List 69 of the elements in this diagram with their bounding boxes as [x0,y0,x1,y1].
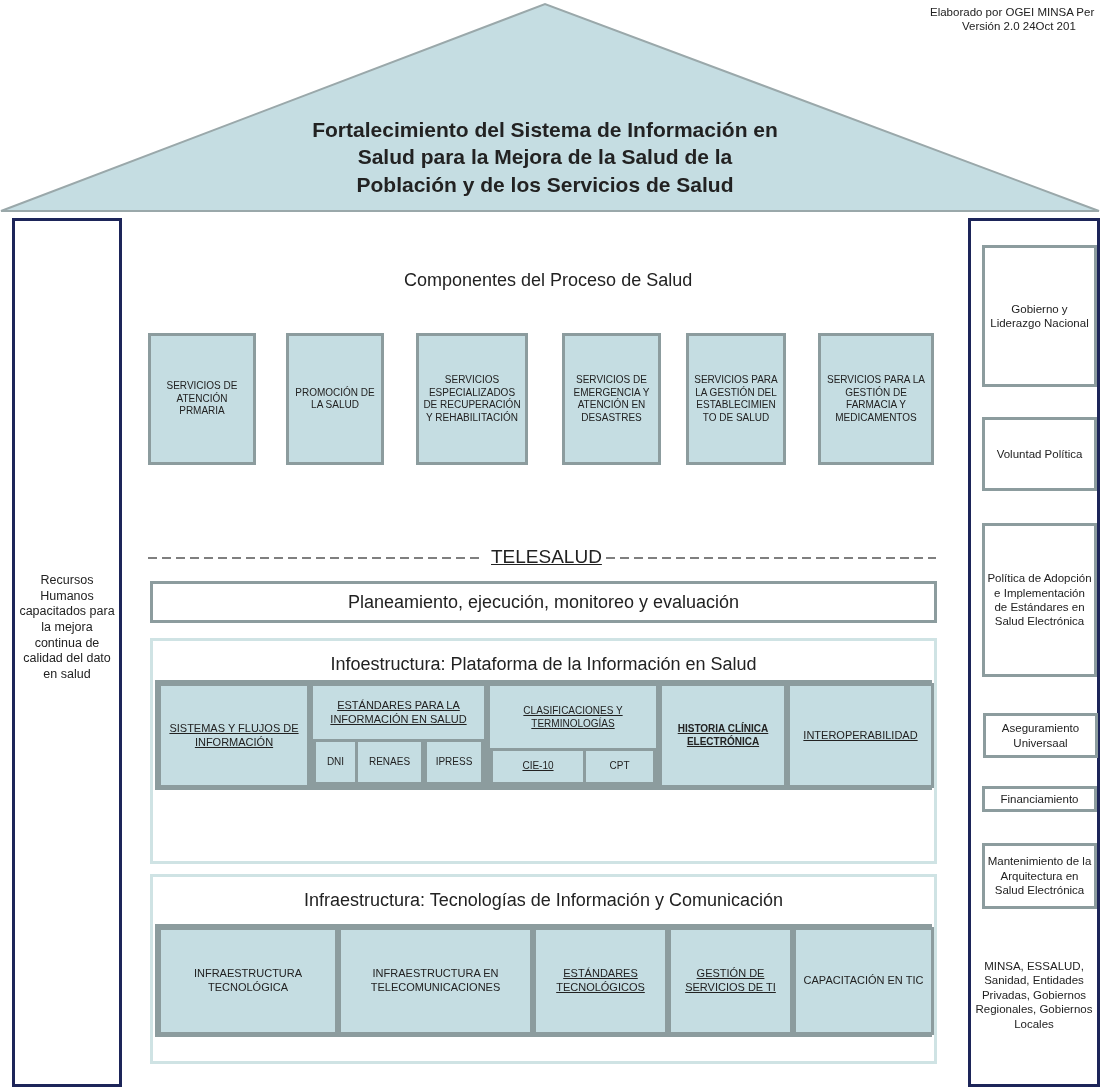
box-label: INFRAESTRUCTURA EN TELECOMUNICACIONES [369,967,502,995]
component-group-box [310,683,487,788]
component-box [787,683,934,788]
component-box [158,927,338,1035]
process-band [150,581,937,623]
box-label: SERVICIOS PARA LA GESTIÓN DEL ESTABLECIMIEN TO DE SALUD [693,374,779,424]
factor-box [982,245,1097,387]
component-box [583,748,656,785]
panel-heading: Infoestructura: Plataforma de la Información en Salud [329,653,758,676]
box-label: INFRAESTRUCTURA TECNOLÓGICA [192,967,304,995]
box-label: Gobierno y Liderazgo Nacional [989,301,1090,331]
component-box [686,333,786,465]
credit-note: Elaborado por OGEI MINSA Per [930,6,1095,18]
box-label: SERVICIOS PARA LA GESTIÓN DE FARMACIA Y MEDICAMENTOS [826,374,926,424]
component-box [416,333,528,465]
box-label: ESTÁNDARES PARA LA INFORMACIÓN EN SALUD [329,697,468,727]
component-box [533,927,668,1035]
component-box [148,333,256,465]
box-label: MINSA, ESSALUD, Sanidad, Entidades Privadas, Gobiernos Regionales, Gobiernos Locales [974,959,1094,1031]
box-label: Recursos Humanos capacitados para la mejora continua de calidad del dato en salud [18,573,116,683]
layer-panel [150,638,937,864]
box-label: CIE-10 [522,760,554,773]
box-label: HISTORIA CLÍNICA ELECTRÓNICA [676,723,770,748]
box-label: DNI [326,755,345,769]
factor-box [982,786,1097,812]
factor-box [982,843,1097,909]
component-box [313,739,358,785]
pillar-column [12,218,122,1087]
box-label: PROMOCIÓN DE LA SALUD [294,386,376,412]
box-label: Financiamiento [1000,791,1079,807]
component-box [158,683,310,788]
box-label: RENAES [368,755,411,769]
factor-box [982,523,1097,677]
pillar-column [968,218,1100,1087]
box-label: Voluntad Política [996,446,1083,462]
factor-box [983,713,1098,758]
component-box [659,683,787,788]
component-group-box [487,683,659,788]
layer-panel [150,874,937,1064]
component-box [562,333,661,465]
box-label: CAPACITACIÓN EN TIC [803,974,924,988]
box-label: CLASIFICACIONES Y TERMINOLOGÍAS [522,704,624,731]
component-box [818,333,934,465]
box-label: SISTEMAS Y FLUJOS DE INFORMACIÓN [168,721,300,750]
box-label: SERVICIOS DE EMERGENCIA Y ATENCIÓN EN DESASTRES [572,374,651,424]
box-label: CPT [609,760,630,773]
box-label: SERVICIOS ESPECIALIZADOS DE RECUPERACIÓN Y REHABILITACIÓN [422,374,522,424]
component-box [355,739,424,785]
box-label: Política de Adopción e Implementación de Estándares en Salud Electrónica [987,571,1092,629]
section-heading: Componentes del Proceso de Salud [404,270,693,291]
panel-heading: Infraestructura: Tecnologías de Información y Comunicación [303,889,784,912]
box-label: Aseguramiento Universaal [1000,721,1081,750]
box-label: GESTIÓN DE SERVICIOS DE TI [684,967,777,995]
component-box [338,927,533,1035]
component-box [668,927,793,1035]
box-label: Mantenimiento de la Arquitectura en Salud Electrónica [987,854,1092,898]
component-box [424,739,484,785]
component-box [490,748,586,785]
factor-box [982,417,1097,491]
box-label: SERVICIOS DE ATENCIÓN PRMARIA [165,380,239,418]
title-text: Fortalecimiento del Sistema de Información en Salud para la Mejora de la Salud de la Población y de los Servicios de Salud [311,117,779,198]
box-label: ESTÁNDARES TECNOLÓGICOS [555,967,646,995]
component-box [793,927,934,1035]
component-box [286,333,384,465]
section-heading: TELESALUD [491,546,602,568]
version-note: Versión 2.0 24Oct 201 [962,20,1076,32]
box-label: INTEROPERABILIDAD [803,728,918,743]
box-label: Planeamiento, ejecución, monitoreo y evaluación [347,590,740,614]
box-label: IPRESS [435,755,473,769]
